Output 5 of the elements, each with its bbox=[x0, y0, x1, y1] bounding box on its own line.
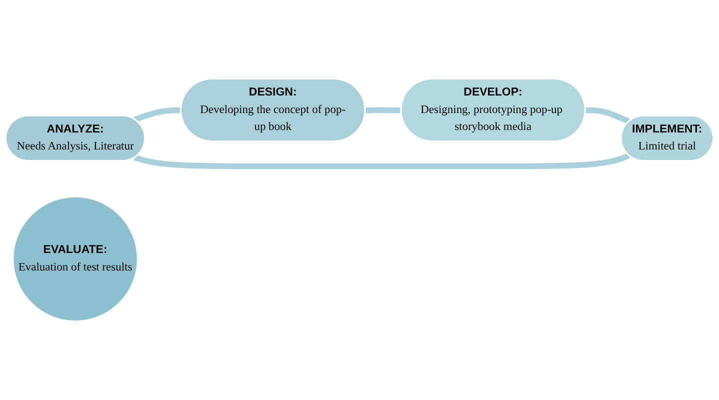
connector bbox=[585, 107, 630, 124]
connector bbox=[134, 152, 630, 170]
connector bbox=[365, 107, 402, 114]
node-circle: EVALUATE: Evaluation of test results bbox=[12, 196, 138, 322]
connector bbox=[134, 107, 182, 122]
